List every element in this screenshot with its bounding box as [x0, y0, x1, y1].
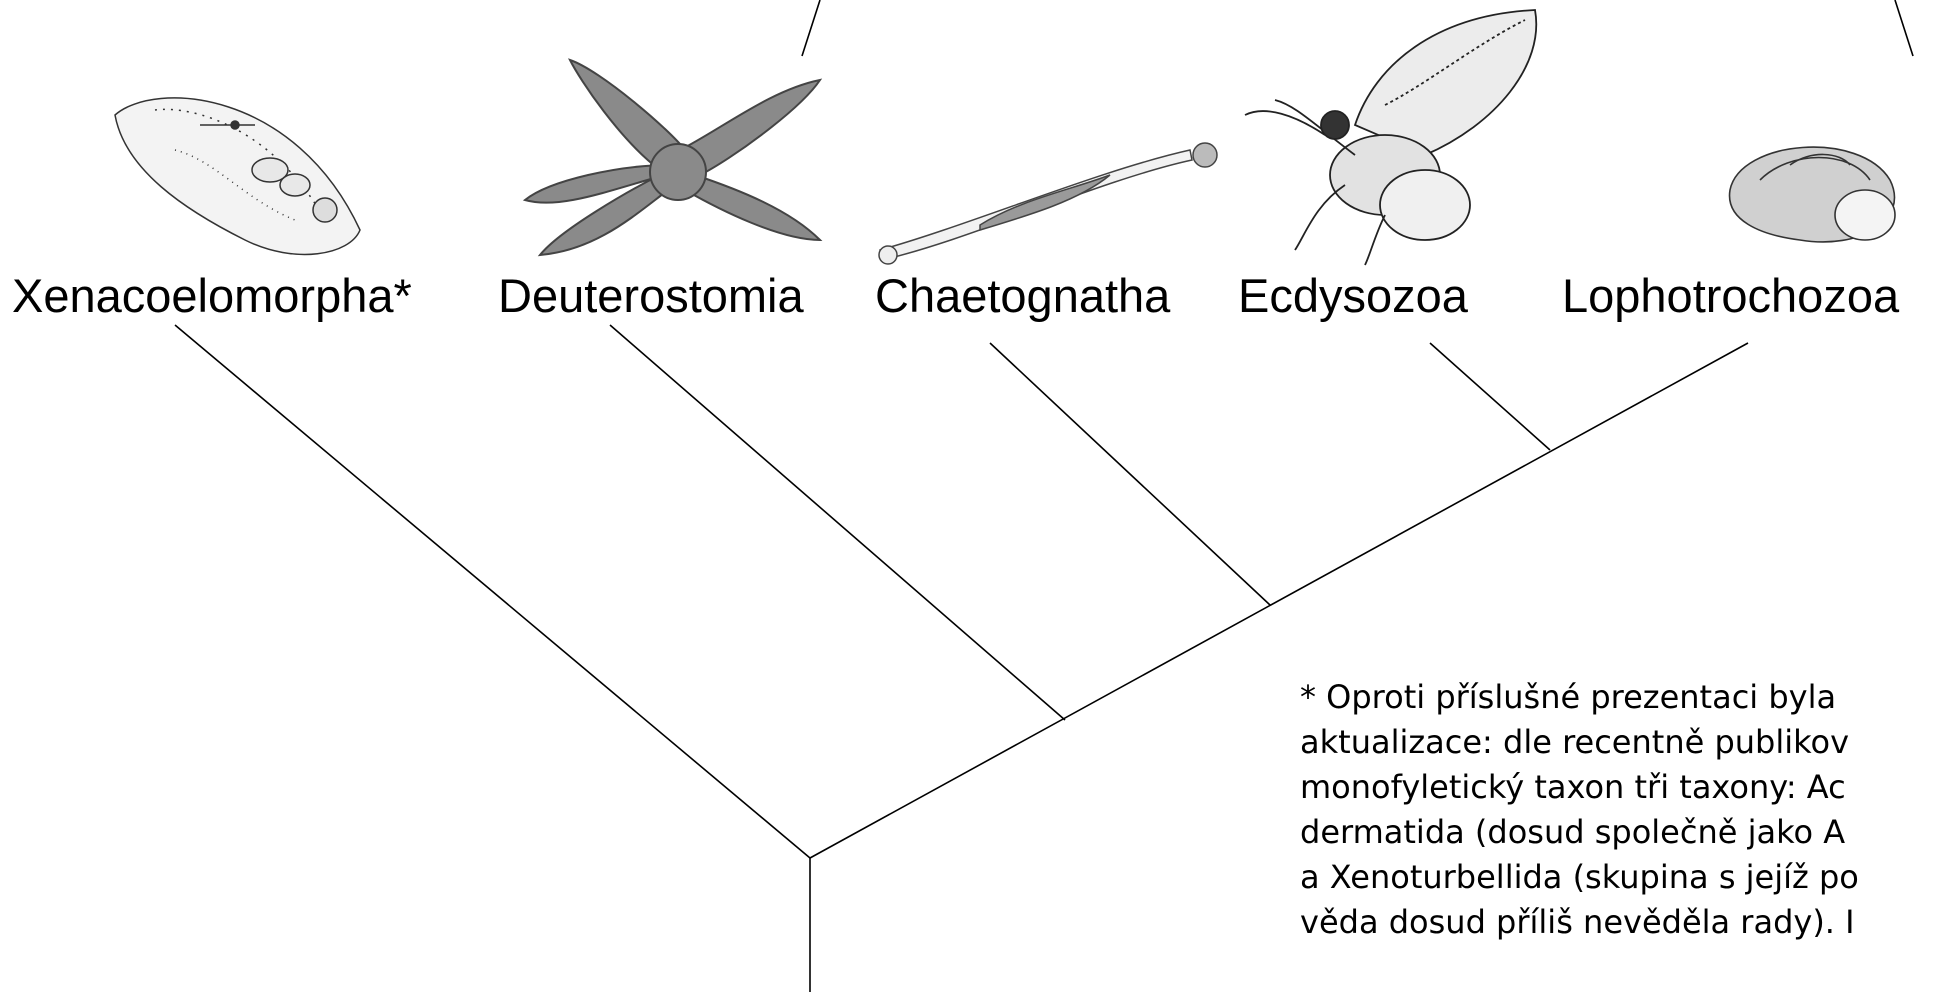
footnote: * Oproti příslušné prezentaci byla aktua… [1300, 675, 1954, 945]
taxon-label-ecdysozoa: Ecdysozoa [1238, 268, 1468, 324]
taxon-label-chaetognatha: Chaetognatha [875, 268, 1170, 324]
top-line-right [1895, 0, 1913, 56]
taxon-label-deuterostomia: Deuterostomia [498, 268, 804, 324]
footnote-line: věda dosud příliš nevěděla rady). I [1300, 900, 1954, 945]
footnote-line: dermatida (dosud společně jako A [1300, 810, 1954, 855]
footnote-line: * Oproti příslušné prezentaci byla [1300, 675, 1954, 720]
branch-deuterostomia [610, 325, 1065, 720]
footnote-line: monofyletický taxon tři taxony: Ac [1300, 765, 1954, 810]
top-line-left [802, 0, 820, 56]
beetle-drawing [1235, 5, 1565, 270]
snail-shell-drawing [1720, 120, 1920, 260]
footnote-line: a Xenoturbellida (skupina s jejíž po [1300, 855, 1954, 900]
starfish-drawing [520, 50, 840, 270]
footnote-line: aktualizace: dle recentně publikov [1300, 720, 1954, 765]
taxon-label-xenacoelomorpha: Xenacoelomorpha* [12, 268, 412, 324]
acoel-flatworm-drawing [95, 70, 385, 270]
arrow-worm-drawing [870, 130, 1220, 270]
branch-chaetognatha [990, 343, 1270, 605]
branch-xenacoelomorpha [175, 325, 810, 858]
branch-ecdysozoa [1430, 343, 1550, 450]
taxon-label-lophotrochozoa: Lophotrochozoa [1562, 268, 1899, 324]
